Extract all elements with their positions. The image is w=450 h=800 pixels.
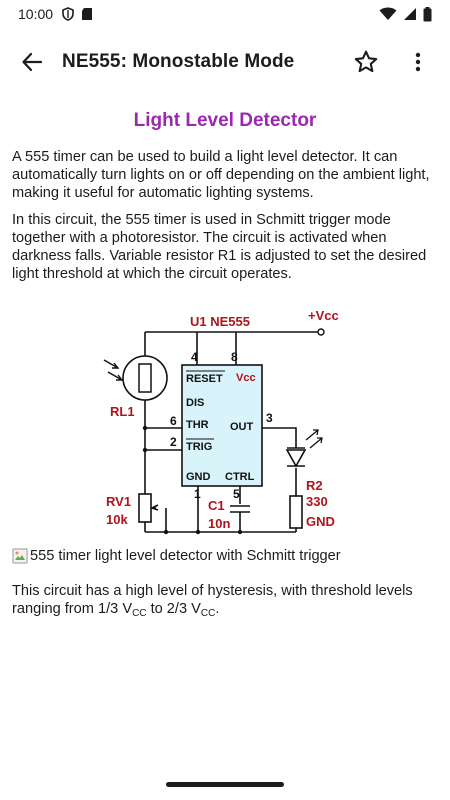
app-bar: NE555: Monostable Mode bbox=[0, 36, 450, 88]
status-time: 10:00 bbox=[18, 6, 54, 22]
wifi-icon bbox=[379, 7, 397, 20]
pin-labels: 4 8 6 2 3 1 5 RESET DIS THR TRIG OUT GND… bbox=[170, 350, 273, 501]
status-notification-icons bbox=[61, 7, 93, 21]
arrow-back-icon bbox=[22, 52, 43, 72]
chip-label-gnd: GND bbox=[186, 471, 211, 483]
diagram-wires bbox=[138, 331, 320, 533]
article-paragraph-3: This circuit has a high level of hystere… bbox=[12, 583, 413, 619]
sd-card-icon bbox=[82, 8, 93, 20]
chip-label-ctrl: CTRL bbox=[225, 471, 255, 483]
article-heading: Light Level Detector bbox=[133, 110, 317, 131]
article-paragraph-2: In this circuit, the 555 timer is used i… bbox=[12, 212, 427, 282]
pin-3: 3 bbox=[266, 411, 273, 425]
pin-8: 8 bbox=[231, 350, 238, 364]
battery-icon bbox=[423, 6, 432, 21]
image-alt-text: 555 timer light level detector with Schm… bbox=[30, 548, 341, 564]
status-system-icons bbox=[379, 6, 432, 22]
label-vcc: +Vcc bbox=[308, 308, 339, 323]
label-gnd: GND bbox=[306, 514, 335, 529]
favorite-button[interactable] bbox=[346, 42, 386, 82]
led-symbol bbox=[285, 429, 323, 468]
shield-icon bbox=[62, 7, 74, 21]
label-c1: C1 bbox=[208, 498, 225, 513]
article-paragraph-1: A 555 timer can be used to build a light… bbox=[12, 149, 430, 201]
broken-image-icon bbox=[12, 548, 28, 564]
diagram-image-alt: 555 timer light level detector with Schm… bbox=[12, 548, 341, 564]
label-rv1-value: 10k bbox=[106, 512, 128, 527]
back-button[interactable] bbox=[12, 42, 52, 82]
star-outline-icon bbox=[354, 50, 378, 73]
cellular-signal-icon bbox=[404, 8, 416, 20]
label-c1-value: 10n bbox=[208, 516, 230, 531]
chip-label-trig: TRIG bbox=[186, 441, 212, 453]
chip-label-dis: DIS bbox=[186, 397, 204, 409]
circuit-diagram: U1 NE555 +Vcc RL1 RV1 10k C1 10n R2 330 … bbox=[103, 308, 339, 535]
ne555-chip bbox=[181, 364, 263, 487]
label-rl1: RL1 bbox=[110, 404, 135, 419]
chip-label-thr: THR bbox=[186, 419, 209, 431]
label-vcc-pin: Vcc bbox=[236, 372, 256, 384]
pin-6: 6 bbox=[170, 414, 177, 428]
label-r2: R2 bbox=[306, 478, 323, 493]
diagram-labels: U1 NE555 +Vcc RL1 RV1 10k C1 10n R2 330 … bbox=[106, 308, 339, 531]
label-u1: U1 NE555 bbox=[190, 314, 250, 329]
article-content: Light Level Detector A 555 timer can be … bbox=[12, 104, 438, 283]
pin-1: 1 bbox=[194, 487, 201, 501]
chip-label-reset: RESET bbox=[186, 373, 223, 385]
more-options-button[interactable] bbox=[400, 42, 436, 82]
pin-5: 5 bbox=[233, 487, 240, 501]
gesture-navigation-handle[interactable] bbox=[166, 782, 284, 787]
pin-4: 4 bbox=[191, 350, 198, 364]
label-rv1: RV1 bbox=[106, 494, 131, 509]
label-r2-value: 330 bbox=[306, 494, 328, 509]
pin-2: 2 bbox=[170, 435, 177, 449]
page-title: NE555: Monostable Mode bbox=[62, 51, 295, 72]
status-bar: 10:00 bbox=[0, 0, 450, 28]
photoresistor-symbol bbox=[103, 355, 168, 401]
more-vert-icon bbox=[415, 52, 421, 72]
chip-label-out: OUT bbox=[230, 421, 254, 433]
vcc-terminal bbox=[317, 328, 325, 336]
